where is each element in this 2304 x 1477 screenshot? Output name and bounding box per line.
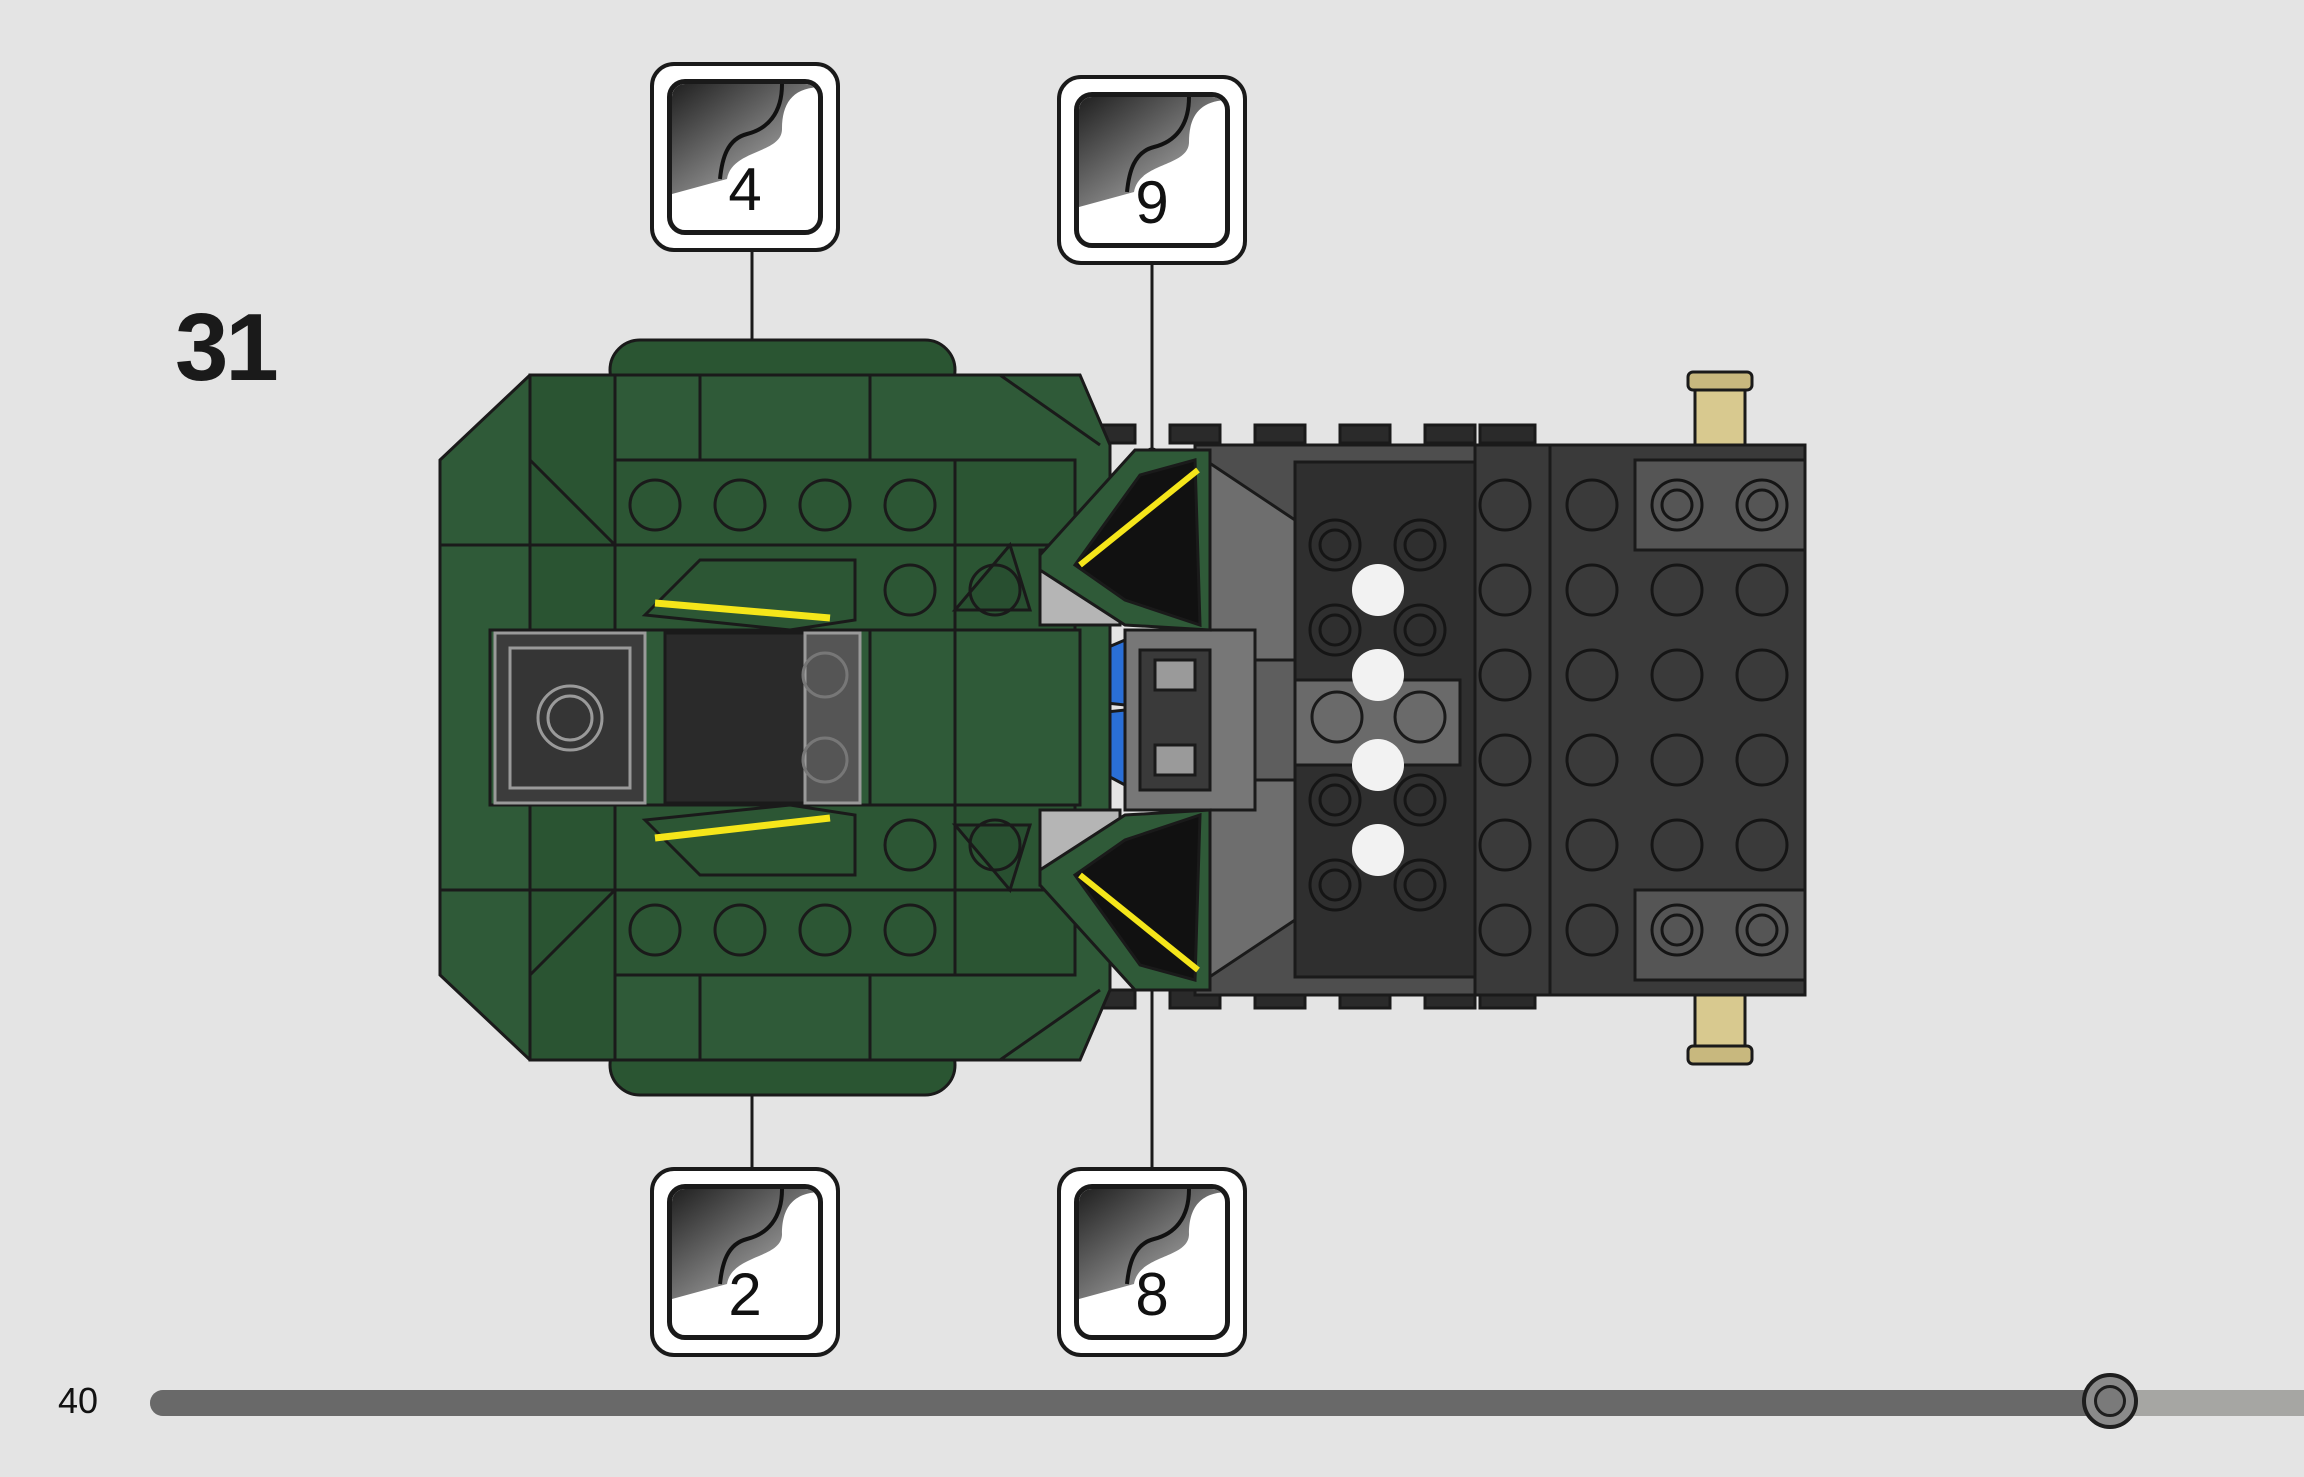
sticker-sheet-icon — [672, 1189, 818, 1299]
callout-label: 4 — [728, 156, 762, 223]
progress-fill — [150, 1390, 2111, 1416]
sticker-callout-4: 4 — [650, 62, 840, 252]
progress-knob[interactable] — [2082, 1373, 2139, 1429]
center-wedge — [1123, 457, 1297, 983]
sticker-sheet-icon — [1079, 97, 1225, 207]
step-number: 31 — [175, 294, 279, 401]
callout-label: 9 — [1135, 169, 1169, 236]
green-studs — [628, 478, 1022, 957]
green-body — [438, 338, 1112, 1097]
chassis-holes — [1352, 564, 1404, 876]
chassis-studs — [1308, 478, 1789, 957]
callout-label: 8 — [1135, 1261, 1169, 1328]
page-number: 40 — [58, 1380, 99, 1421]
sticker-slopes — [641, 558, 857, 877]
front-wedges — [1038, 448, 1212, 992]
seat-studs — [536, 651, 849, 784]
sticker-sheet-icon — [672, 84, 818, 194]
sticker-callout-9: 9 — [1057, 75, 1247, 265]
sticker-sheet-icon — [1079, 1189, 1225, 1299]
sticker-callout-8: 8 — [1057, 1167, 1247, 1357]
callout-label: 2 — [728, 1261, 762, 1328]
progress-bar[interactable] — [150, 1390, 2304, 1416]
sticker-callout-2: 2 — [650, 1167, 840, 1357]
